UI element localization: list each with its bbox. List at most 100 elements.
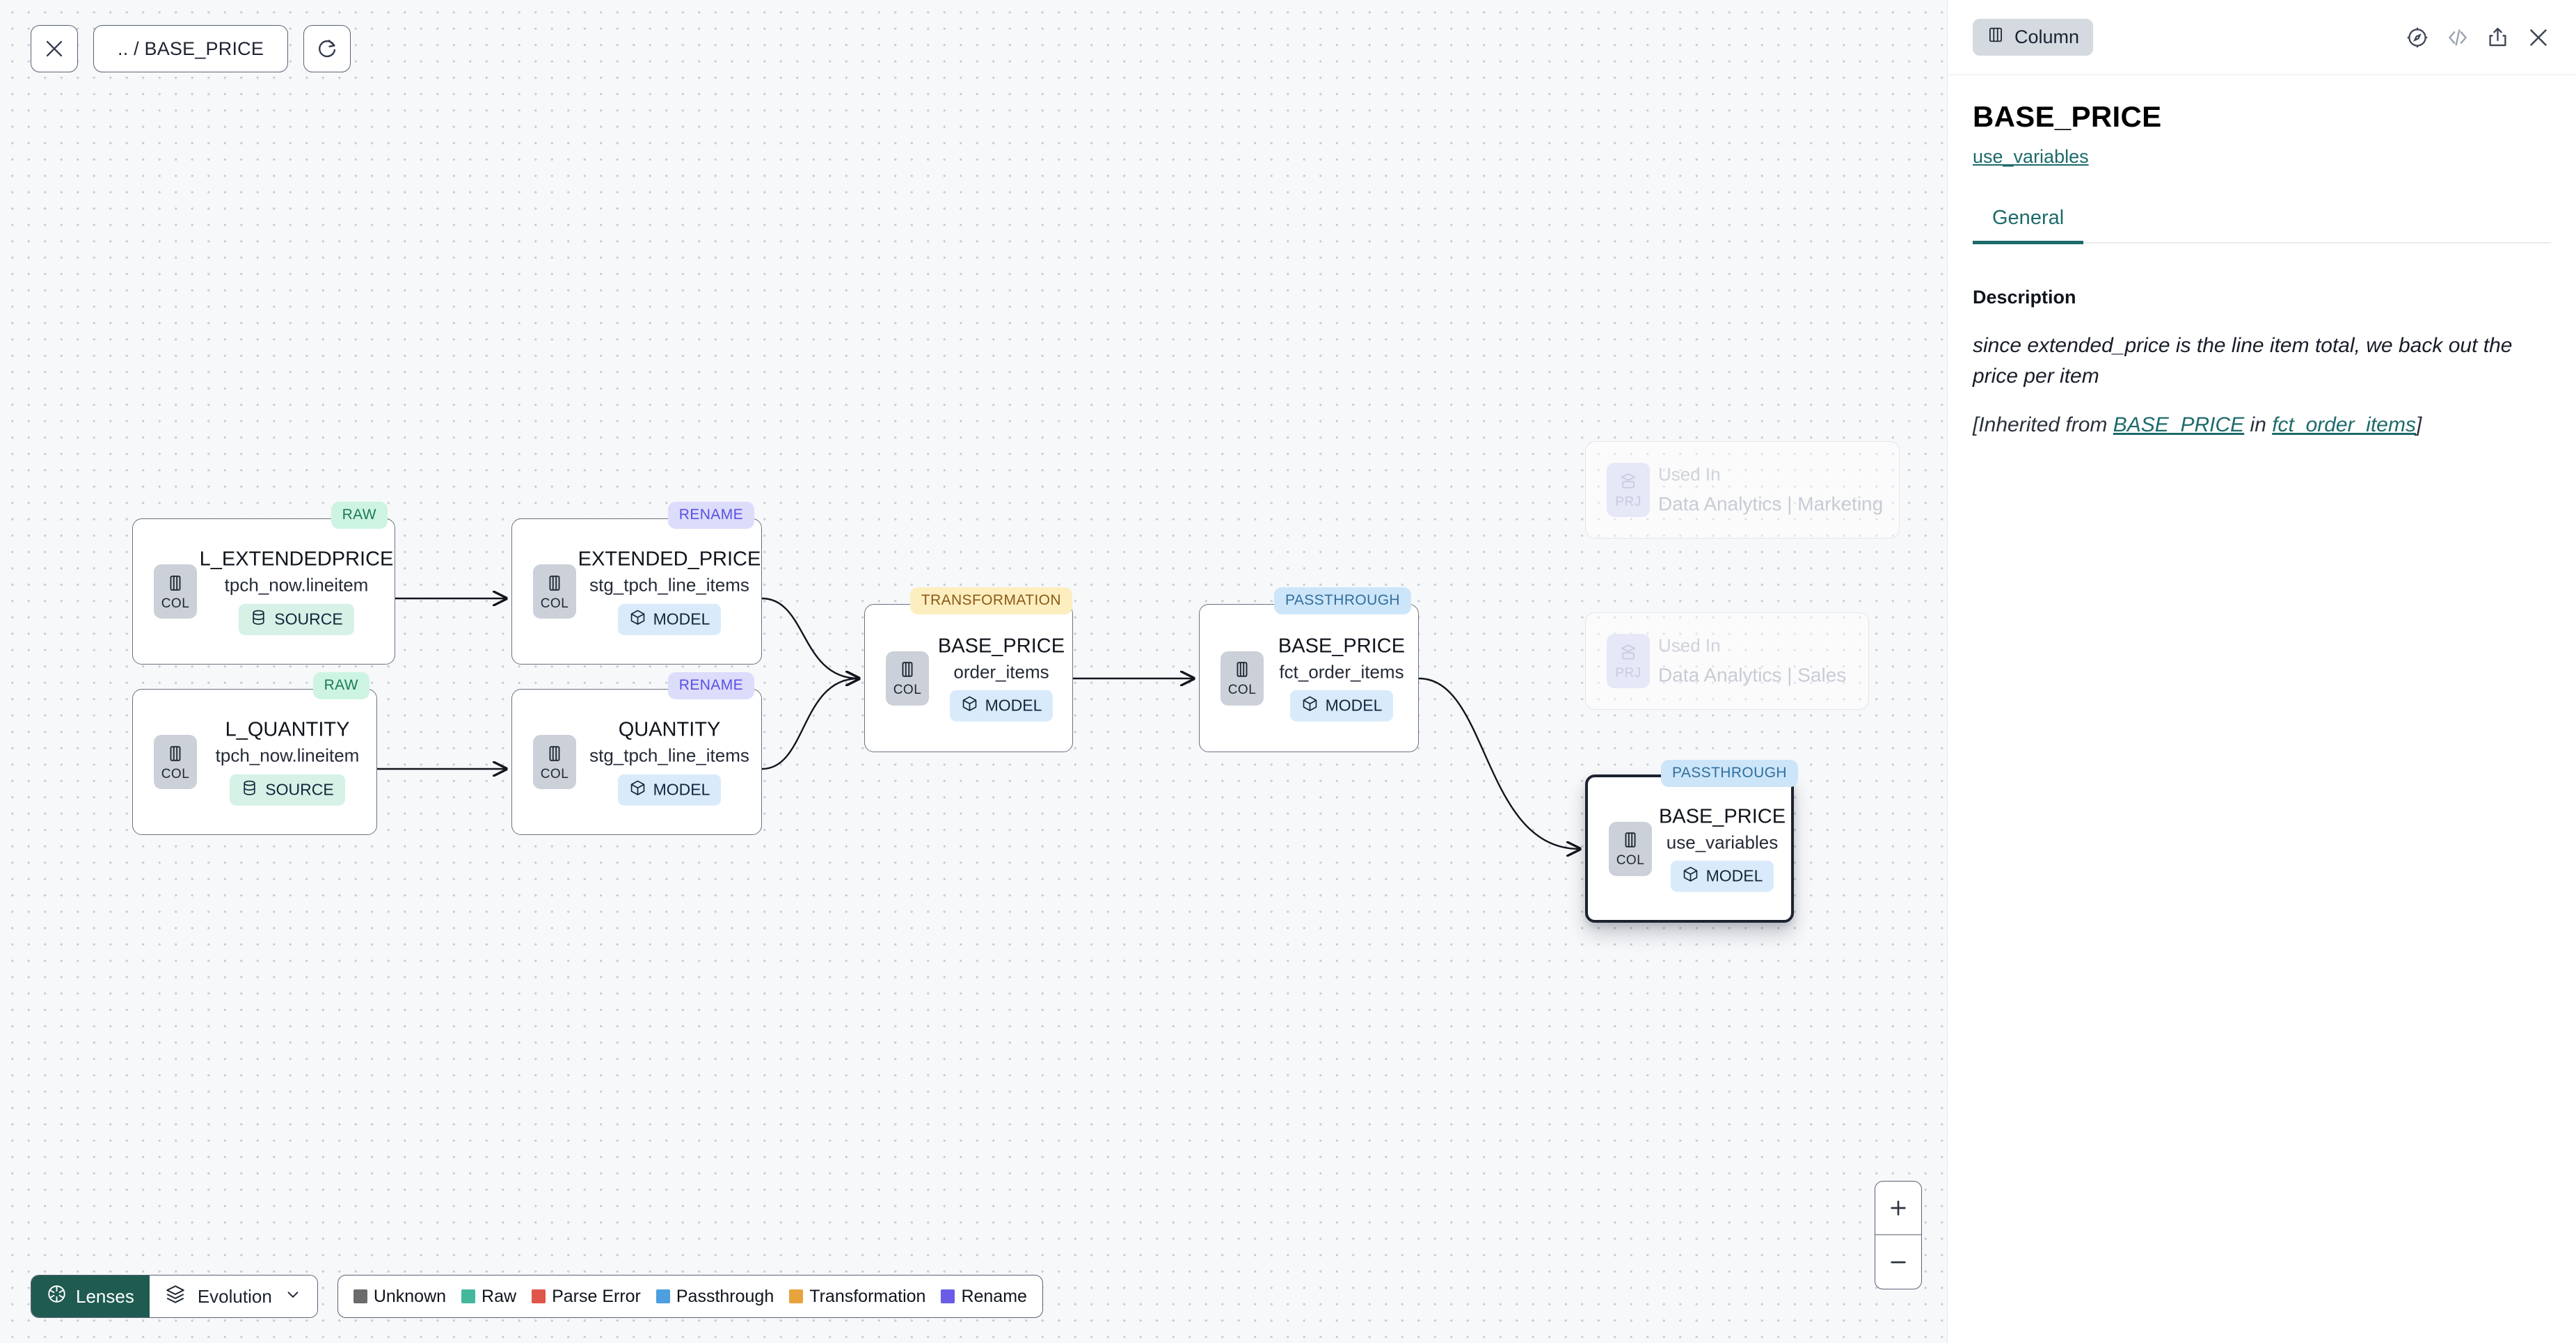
- col-badge-label: COL: [540, 766, 569, 781]
- database-icon: [250, 608, 267, 630]
- parent-model-link[interactable]: use_variables: [1973, 146, 2089, 167]
- code-icon[interactable]: [2446, 26, 2470, 49]
- node-title: BASE_PRICE: [1278, 635, 1406, 658]
- node-title: BASE_PRICE: [937, 635, 1065, 658]
- layers-icon: [165, 1284, 186, 1310]
- column-icon: [166, 573, 185, 596]
- legend: Unknown Raw Parse Error Passthrough Transfor…: [337, 1275, 1043, 1318]
- project-icon: [1619, 643, 1638, 666]
- graph-node-quantity[interactable]: RENAME COL QUANTITY stg_tpch_line_items …: [511, 672, 762, 835]
- legend-label: Parse Error: [552, 1286, 641, 1306]
- cube-icon: [1301, 695, 1319, 717]
- node-type-tag-label: MODEL: [985, 696, 1042, 715]
- node-type-tag-label: MODEL: [653, 780, 710, 799]
- canvas-toolbar: .. / BASE_PRICE: [31, 25, 351, 72]
- node-kind-badge: RENAME: [667, 672, 754, 699]
- bottom-toolbar: Lenses Evolution Unknown Raw Parse Error Pa…: [31, 1275, 1043, 1318]
- evolution-dropdown[interactable]: Evolution: [149, 1276, 317, 1317]
- chevron-down-icon: [284, 1285, 302, 1308]
- column-icon: [1987, 26, 2005, 49]
- ghost-node-title: Used In: [1658, 463, 1721, 485]
- col-badge: COL: [533, 564, 576, 619]
- legend-label: Raw: [482, 1286, 517, 1306]
- ghost-node-title: Used In: [1658, 635, 1721, 656]
- zoom-out-button[interactable]: [1875, 1235, 1921, 1289]
- legend-swatch: [532, 1289, 546, 1303]
- legend-swatch: [461, 1289, 476, 1303]
- legend-item-passthrough[interactable]: Passthrough: [655, 1286, 774, 1307]
- col-badge-label: COL: [1227, 683, 1257, 697]
- legend-item-unknown[interactable]: Unknown: [353, 1287, 446, 1307]
- aperture-icon: [47, 1284, 67, 1309]
- legend-swatch: [789, 1289, 804, 1303]
- zoom-controls: [1875, 1181, 1922, 1289]
- node-type-tag-label: SOURCE: [274, 610, 343, 628]
- node-type-tag-label: MODEL: [653, 610, 710, 628]
- cube-icon: [961, 695, 978, 717]
- share-icon[interactable]: [2486, 26, 2509, 49]
- legend-label: Passthrough: [676, 1286, 774, 1306]
- refresh-icon: [316, 38, 338, 60]
- col-badge: COL: [1609, 821, 1652, 876]
- panel-tabs: General: [1973, 207, 2551, 244]
- entity-type-label: Column: [2014, 26, 2080, 47]
- col-badge: COL: [154, 735, 197, 789]
- node-kind-badge: TRANSFORMATION: [909, 587, 1072, 614]
- col-badge: COL: [1221, 651, 1264, 706]
- close-icon[interactable]: [2526, 25, 2551, 50]
- cube-icon: [629, 779, 646, 800]
- refresh-button[interactable]: [303, 25, 351, 72]
- lenses-label: Lenses: [76, 1285, 134, 1307]
- node-title: EXTENDED_PRICE: [578, 548, 761, 571]
- graph-node-base_price_use_variables[interactable]: PASSTHROUGH COL BASE_PRICE use_variables…: [1585, 760, 1798, 923]
- zoom-in-button[interactable]: [1875, 1182, 1921, 1235]
- ghost-node-used_in_sales: PRJ Used In Data Analytics | Sales: [1585, 612, 1869, 710]
- col-badge-label: COL: [540, 596, 569, 611]
- node-title: QUANTITY: [618, 718, 721, 741]
- graph-node-base_price_fct_order_items[interactable]: PASSTHROUGH COL BASE_PRICE fct_order_ite…: [1199, 587, 1419, 752]
- node-type-tag: MODEL: [1670, 860, 1774, 892]
- panel-header-actions: [2406, 25, 2551, 50]
- col-badge-label: COL: [893, 683, 922, 697]
- project-icon: [1619, 472, 1638, 495]
- node-type-tag: SOURCE: [230, 774, 345, 806]
- prj-badge-label: PRJ: [1615, 494, 1641, 509]
- column-icon: [898, 660, 917, 683]
- inherited-model-link[interactable]: fct_order_items: [2272, 413, 2416, 436]
- node-type-tag-label: SOURCE: [265, 780, 334, 799]
- breadcrumb[interactable]: .. / BASE_PRICE: [93, 25, 289, 72]
- node-kind-badge: RENAME: [667, 502, 754, 529]
- lenses-button[interactable]: Lenses: [31, 1276, 150, 1317]
- description-text: since extended_price is the line item to…: [1973, 333, 2513, 388]
- inherited-column-link[interactable]: BASE_PRICE: [2113, 413, 2245, 436]
- column-icon: [1621, 830, 1640, 853]
- tab-general[interactable]: General: [1973, 207, 2084, 244]
- legend-item-transformation[interactable]: Transformation: [789, 1287, 925, 1307]
- prj-badge: PRJ: [1607, 463, 1650, 517]
- graph-node-l_extendedprice[interactable]: RAW COL L_EXTENDEDPRICE tpch_now.lineite…: [132, 502, 395, 665]
- node-subtitle: tpch_now.lineitem: [215, 745, 360, 767]
- lenses-group: Lenses Evolution: [31, 1275, 318, 1318]
- node-type-tag: MODEL: [949, 690, 1054, 722]
- lineage-canvas[interactable]: .. / BASE_PRICE PRJ Used In Data Analyti…: [0, 0, 1947, 1343]
- page-title: BASE_PRICE: [1973, 100, 2162, 133]
- compass-icon[interactable]: [2406, 26, 2429, 49]
- ghost-node-subtitle: Data Analytics | Marketing: [1658, 493, 1884, 515]
- ghost-node-used_in_marketing: PRJ Used In Data Analytics | Marketing: [1585, 441, 1900, 539]
- legend-item-rename[interactable]: Rename: [941, 1287, 1027, 1307]
- legend-label: Rename: [961, 1286, 1027, 1306]
- panel-header: Column: [1948, 0, 2576, 75]
- node-subtitle: tpch_now.lineitem: [224, 575, 369, 596]
- legend-swatch: [941, 1289, 955, 1303]
- graph-node-base_price_order_items[interactable]: TRANSFORMATION COL BASE_PRICE order_item…: [864, 587, 1073, 752]
- graph-node-extended_price[interactable]: RENAME COL EXTENDED_PRICE stg_tpch_line_…: [511, 502, 762, 665]
- inherited-from-note: [Inherited from BASE_PRICE in fct_order_…: [1973, 410, 2551, 440]
- node-type-tag: MODEL: [617, 603, 722, 635]
- node-subtitle: stg_tpch_line_items: [589, 745, 749, 767]
- graph-node-l_quantity[interactable]: RAW COL L_QUANTITY tpch_now.lineitem SOU…: [132, 672, 377, 835]
- close-button[interactable]: [31, 25, 78, 72]
- legend-item-parse-error[interactable]: Parse Error: [532, 1287, 641, 1307]
- entity-type-badge: Column: [1973, 19, 2094, 56]
- node-title: BASE_PRICE: [1658, 805, 1786, 828]
- legend-item-raw[interactable]: Raw: [461, 1287, 516, 1307]
